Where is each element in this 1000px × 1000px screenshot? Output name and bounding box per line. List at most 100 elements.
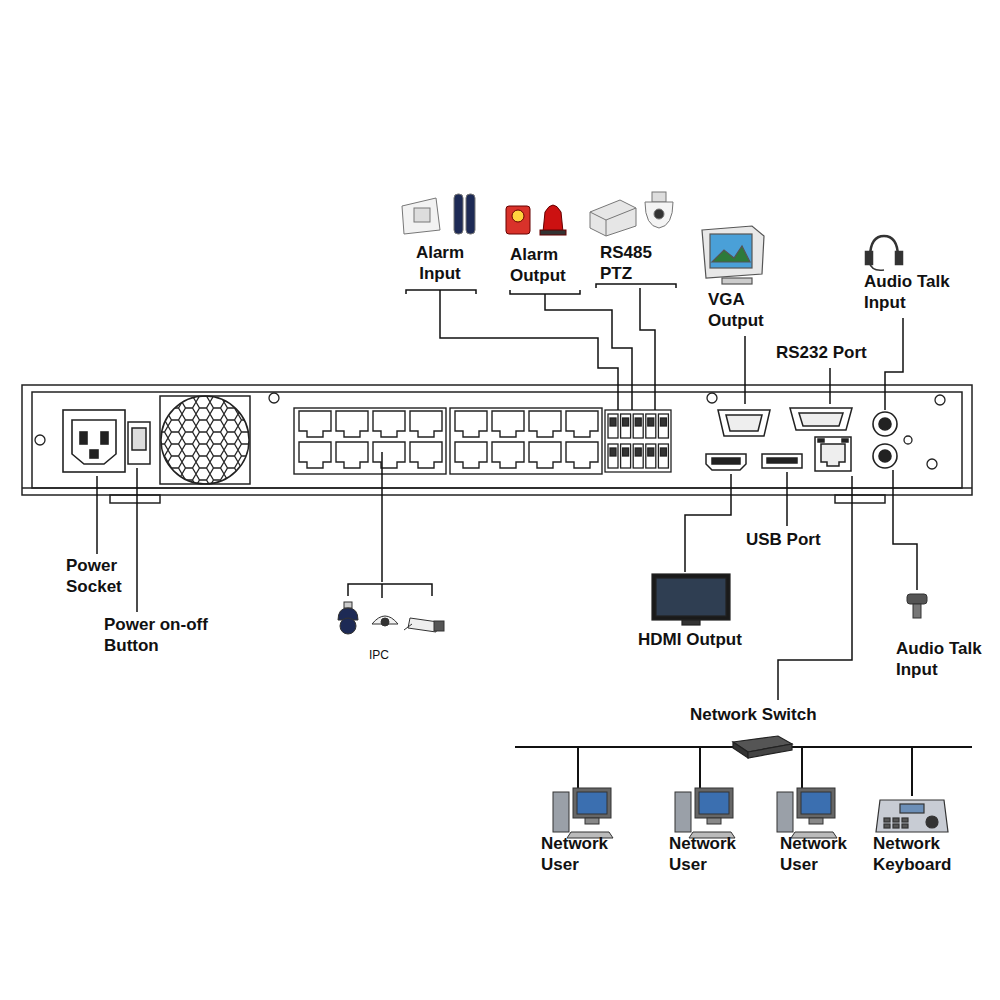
leader-lines-part (640, 288, 655, 410)
alarm-terminal-block-part (646, 414, 656, 438)
rs232-port-part (790, 408, 852, 430)
alarm-output-icons (506, 205, 566, 235)
network-user-computers-part-part (699, 792, 729, 814)
panel-screws-part (269, 393, 279, 403)
leader-lines-part (348, 584, 432, 596)
network-bus-part (801, 747, 803, 788)
alarm-terminal-block-part (648, 418, 654, 426)
network-user-computers-part-part (585, 818, 599, 824)
leader-lines-part (893, 470, 917, 590)
poe-port-block-part (492, 442, 524, 468)
network-user-computers-part-part (675, 792, 691, 832)
rear-panel-part (32, 392, 962, 488)
lan-port-part (842, 439, 848, 442)
panel-screws-part (35, 435, 45, 445)
alarm-terminal-block-part (635, 448, 641, 456)
network-user-computers-part-part (577, 792, 607, 814)
alarm-terminal-block (605, 410, 671, 472)
port-label: Network User (780, 834, 862, 875)
port-label: Audio Talk Input (896, 639, 996, 680)
audio-jacks-part (879, 450, 891, 462)
panel-screws-part (707, 393, 717, 403)
poe-port-block-part (450, 408, 602, 474)
poe-port-block-part (336, 442, 368, 468)
rs232-port (790, 408, 852, 430)
device-label: IPC (369, 648, 389, 663)
leader-lines-part (829, 368, 831, 404)
alarm-terminal-block-part (621, 444, 631, 468)
audio-jacks-part (879, 418, 891, 430)
audio-jacks-part (873, 444, 897, 468)
network-user-computers-part-part (809, 818, 823, 824)
alarm-terminal-block-part (660, 418, 666, 426)
alarm-terminal-block-part (608, 444, 618, 468)
port-label: Power Socket (66, 556, 138, 597)
port-label: Network Keyboard (873, 834, 967, 875)
network-keyboard-icon-part (884, 824, 890, 828)
ipc-camera-icons-part (344, 602, 352, 608)
vga-port-part (718, 410, 770, 436)
network-keyboard-icon-part (900, 804, 924, 813)
ptz-icons (590, 192, 673, 236)
network-user-computers-part-part (573, 788, 611, 818)
network-user-computers-part-part (777, 792, 793, 832)
usb-port-part (767, 458, 797, 463)
leader-lines-part (510, 290, 580, 294)
vga-monitor-icon-part (722, 278, 752, 284)
network-bus-part (911, 747, 913, 796)
network-user-computers (553, 788, 837, 838)
power-switch-part (128, 422, 150, 464)
alarm-terminal-block-part (605, 410, 671, 472)
leader-lines-part (685, 474, 731, 572)
alarm-output-icons-part (540, 230, 566, 235)
ipc-camera-icons-part (434, 621, 444, 631)
headset-icon (866, 236, 902, 270)
leader-lines-part (744, 336, 746, 404)
port-label: VGA Output (708, 290, 778, 331)
poe-port-block-part (492, 411, 524, 437)
alarm-terminal-block-part (648, 448, 654, 456)
microphone-icon (907, 594, 927, 618)
leader-lines-part (885, 318, 903, 410)
network-keyboard-icon-part (876, 800, 948, 832)
ptz-icons-part (652, 192, 666, 202)
leader-lines-part (406, 290, 476, 294)
port-label: HDMI Output (638, 630, 742, 651)
network-bus-part (699, 747, 701, 788)
alarm-terminal-block-part (610, 418, 616, 426)
ipc-camera-icons (338, 602, 444, 634)
port-label: USB Port (746, 530, 821, 551)
power-socket-part (72, 420, 116, 464)
port-label: Audio Talk Input (864, 272, 968, 313)
usb-port-part (762, 454, 802, 468)
leader-lines-part (440, 290, 618, 410)
microphone-icon-part (907, 594, 927, 604)
rear-panel-part (110, 495, 160, 503)
port-label: Alarm Output (510, 245, 580, 286)
power-socket-part (90, 450, 98, 458)
headset-icon-part (870, 236, 898, 258)
hdmi-port-part (712, 458, 740, 464)
ptz-icons-part (654, 209, 664, 219)
network-user-computers-part-part (707, 818, 721, 824)
ipc-camera-icons-part (340, 618, 356, 634)
cooling-fan-part (161, 396, 249, 484)
network-keyboard-icon-part (893, 818, 899, 822)
leader-lines-part (596, 284, 676, 288)
vga-port-part (726, 415, 762, 431)
poe-port-block-part (299, 442, 331, 468)
ptz-icons-part (590, 212, 606, 236)
panel-screws-part (935, 395, 945, 405)
leader-lines-part (136, 468, 138, 612)
audio-jacks-part (873, 412, 897, 436)
cooling-fan-part (160, 396, 250, 484)
leader-lines-part (778, 476, 852, 700)
alarm-terminal-block-part (635, 418, 641, 426)
poe-port-block-part (294, 408, 446, 474)
alarm-terminal-block-part (623, 418, 629, 426)
alarm-terminal-block-part (608, 414, 618, 438)
port-label: Network Switch (690, 705, 817, 726)
rs232-port-part (799, 413, 843, 426)
lan-port-part (815, 437, 851, 471)
